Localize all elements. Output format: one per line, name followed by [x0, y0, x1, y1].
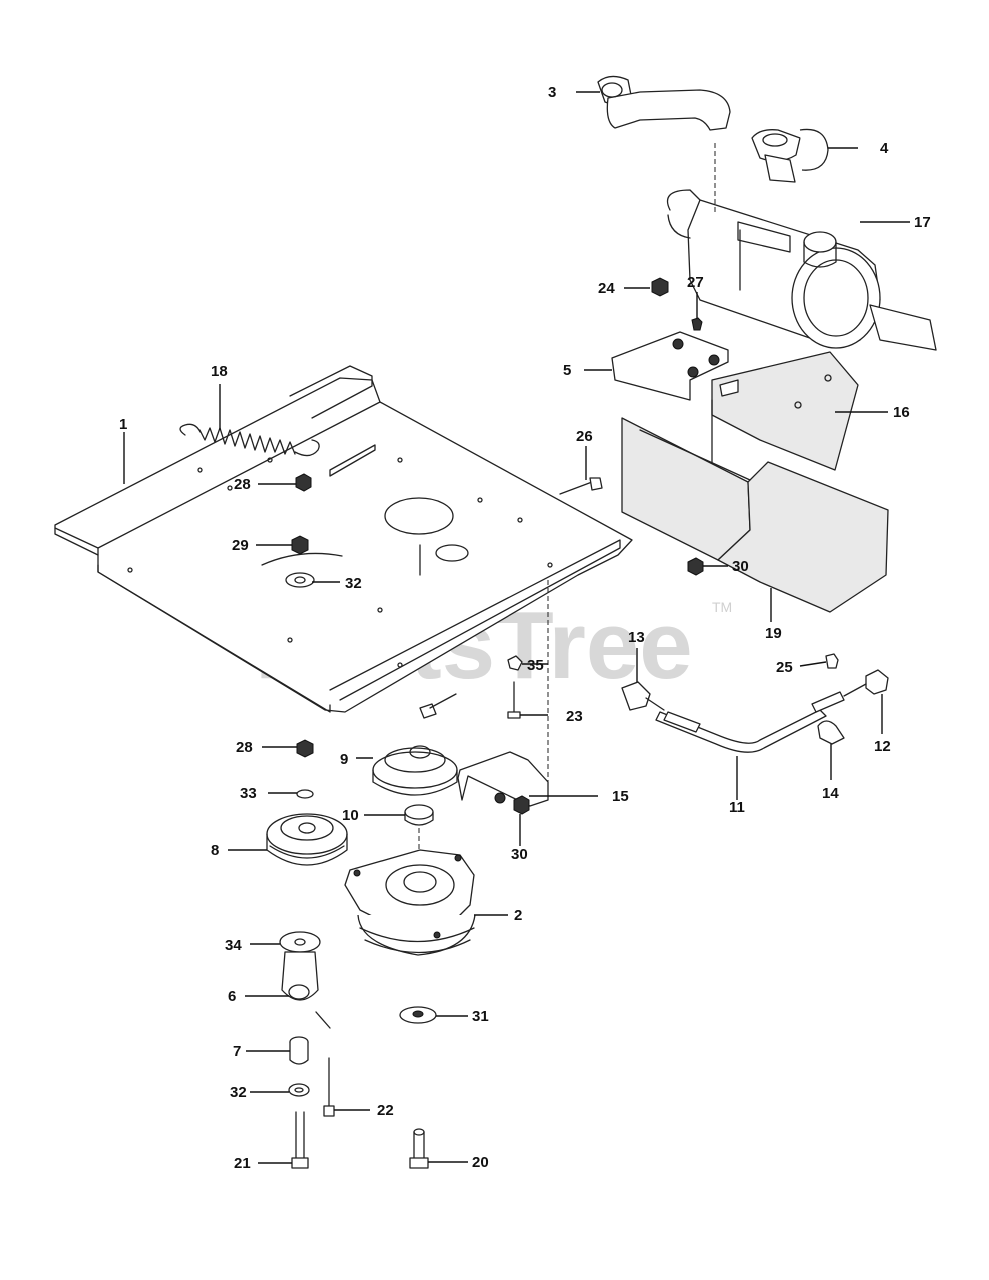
part-17-muffler[interactable]	[666, 189, 937, 351]
part-4-flange[interactable]	[751, 128, 829, 183]
watermark-trademark: TM	[712, 599, 732, 615]
callout-19: 19	[765, 625, 782, 642]
callout-21: 21	[234, 1155, 251, 1172]
part-12-nut[interactable]	[843, 669, 889, 697]
callout-25: 25	[776, 659, 793, 676]
callout-34: 34	[225, 937, 242, 954]
callout-30-lower: 30	[511, 846, 528, 863]
part-7-bushing[interactable]	[289, 1036, 309, 1065]
part-35-nut[interactable]	[507, 655, 523, 671]
callout-28-upper: 28	[234, 476, 251, 493]
callout-20: 20	[472, 1154, 489, 1171]
part-21-bolt[interactable]	[291, 1111, 309, 1169]
part-9-pulley[interactable]	[372, 745, 458, 796]
callout-6: 6	[228, 988, 236, 1005]
callout-4: 4	[880, 140, 889, 157]
part-26-bolt[interactable]	[559, 477, 603, 495]
callout-12: 12	[874, 738, 891, 755]
callout-labels: 3 4 17 24 27 5 16 18 1 28 26 29 32 30 19…	[119, 84, 931, 1172]
part-23-bolt[interactable]	[507, 681, 521, 719]
callout-35: 35	[527, 657, 544, 674]
callout-33: 33	[240, 785, 257, 802]
part-20-bolt[interactable]	[409, 1128, 429, 1169]
part-30-nut-lower[interactable]	[513, 795, 530, 815]
callout-3: 3	[548, 84, 556, 101]
part-3-exhaust-pipe[interactable]	[597, 75, 731, 131]
part-13-fitting[interactable]	[621, 681, 665, 711]
part-15-bracket[interactable]	[457, 751, 549, 812]
callout-23: 23	[566, 708, 583, 725]
callout-26: 26	[576, 428, 593, 445]
callout-16: 16	[893, 404, 910, 421]
part-22-bolt[interactable]	[323, 1057, 335, 1117]
callout-17: 17	[914, 214, 931, 231]
callout-2: 2	[514, 907, 522, 924]
callout-5: 5	[563, 362, 571, 379]
part-2-clutch[interactable]	[344, 849, 476, 956]
part-25-nut[interactable]	[825, 653, 839, 669]
part-19-shield[interactable]	[621, 417, 889, 613]
callout-14: 14	[822, 785, 839, 802]
callout-8: 8	[211, 842, 219, 859]
callout-18: 18	[211, 363, 228, 380]
callout-leaders	[123, 91, 910, 1164]
part-8-pulley[interactable]	[266, 813, 348, 866]
part-11-line[interactable]	[655, 691, 845, 753]
callout-9: 9	[340, 751, 348, 768]
part-31-washer[interactable]	[399, 1006, 437, 1024]
part-28-nut-upper[interactable]	[295, 473, 312, 492]
part-27-bolt[interactable]	[691, 317, 703, 331]
part-6-idler-arm[interactable]	[281, 951, 331, 1029]
callout-24: 24	[598, 280, 615, 297]
callout-1: 1	[119, 416, 127, 433]
part-1-plate[interactable]	[54, 365, 633, 713]
callout-28-lower: 28	[236, 739, 253, 756]
part-30-nut-upper[interactable]	[687, 557, 704, 576]
callout-29: 29	[232, 537, 249, 554]
callout-22: 22	[377, 1102, 394, 1119]
part-32-washer-lower[interactable]	[288, 1083, 310, 1097]
part-28-nut-lower[interactable]	[296, 739, 314, 758]
part-32-washer-upper[interactable]	[261, 552, 343, 588]
callout-13: 13	[628, 629, 645, 646]
callout-32-lower: 32	[230, 1084, 247, 1101]
part-10-spacer[interactable]	[404, 804, 434, 826]
part-16-heat-shield[interactable]	[711, 351, 859, 471]
callout-32-upper: 32	[345, 575, 362, 592]
mounting-bolt[interactable]	[419, 693, 457, 719]
part-34-washer[interactable]	[279, 931, 321, 953]
callout-30-upper: 30	[732, 558, 749, 575]
part-29-bolt[interactable]	[291, 535, 309, 555]
callout-7: 7	[233, 1043, 241, 1060]
callout-10: 10	[342, 807, 359, 824]
part-18-spring[interactable]	[179, 423, 320, 457]
callout-27: 27	[687, 274, 704, 291]
callout-15: 15	[612, 788, 629, 805]
part-14-clamp[interactable]	[817, 720, 845, 745]
part-33-washer[interactable]	[296, 789, 314, 799]
part-5-bracket[interactable]	[611, 331, 729, 401]
callout-11: 11	[729, 799, 745, 816]
callout-31: 31	[472, 1008, 489, 1025]
part-24-nut[interactable]	[651, 277, 669, 297]
